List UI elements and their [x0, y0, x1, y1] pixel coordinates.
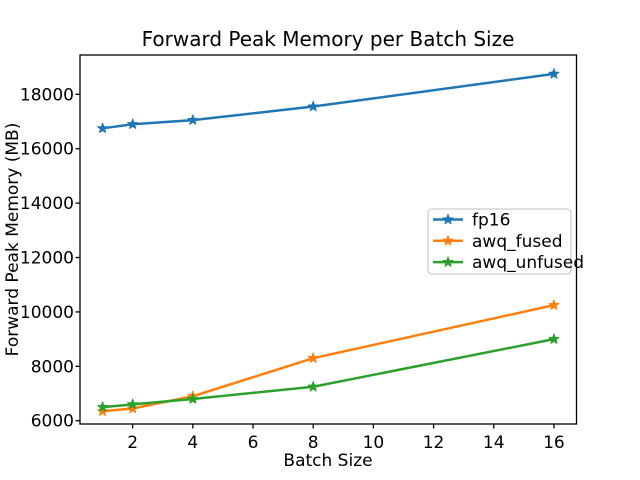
data-point-marker-awq_unfused [187, 393, 199, 404]
legend-label: fp16 [472, 211, 510, 231]
legend-label: awq_unfused [472, 253, 584, 273]
x-tick-label: 6 [248, 433, 259, 453]
y-tick-label: 14000 [20, 194, 74, 214]
data-point-marker-awq_unfused [307, 381, 319, 392]
data-point-marker-awq_fused [127, 402, 139, 414]
x-tick-label: 2 [127, 433, 138, 453]
data-point-marker-awq_fused [307, 352, 319, 363]
legend-label: awq_fused [472, 232, 562, 252]
data-point-marker-fp16 [548, 68, 560, 79]
data-point-marker-awq_unfused [548, 333, 560, 344]
x-tick-label: 10 [363, 433, 385, 453]
x-tick-label: 14 [483, 433, 505, 453]
data-point-marker-fp16 [307, 100, 319, 112]
y-tick-label: 8000 [31, 357, 74, 377]
x-tick-label: 12 [423, 433, 445, 453]
data-point-marker-awq_unfused [97, 401, 109, 412]
y-axis-label: Forward Peak Memory (MB) [3, 123, 23, 357]
series-line-awq_unfused [101, 337, 556, 409]
data-point-marker-fp16 [187, 114, 199, 125]
legend-marker [442, 235, 454, 246]
series-line-awq_fused [101, 303, 556, 413]
x-tick-label: 4 [187, 433, 198, 453]
data-point-marker-awq_unfused [127, 398, 139, 410]
y-tick-label: 18000 [20, 85, 74, 105]
x-tick-label: 8 [308, 433, 319, 453]
data-point-marker-awq_fused [548, 299, 560, 310]
y-tick-label: 16000 [20, 140, 74, 160]
y-tick-label: 6000 [31, 412, 74, 432]
y-tick-label: 12000 [20, 249, 74, 269]
legend-marker [442, 256, 454, 267]
plot-frame [79, 54, 578, 425]
data-point-marker-awq_fused [97, 405, 109, 416]
x-axis-label: Batch Size [283, 451, 372, 471]
legend-box [427, 208, 572, 275]
data-point-marker-fp16 [127, 118, 139, 129]
x-tick-label: 16 [543, 433, 565, 453]
chart-title: Forward Peak Memory per Batch Size [142, 27, 515, 51]
y-tick-label: 10000 [20, 303, 74, 323]
data-point-marker-fp16 [97, 122, 109, 134]
series-line-fp16 [101, 72, 556, 130]
plot-area: 2 4 6 8 10 12 14 16 6000 8000 10000 12000 14000 16000… [20, 54, 578, 453]
legend-marker [442, 213, 454, 225]
